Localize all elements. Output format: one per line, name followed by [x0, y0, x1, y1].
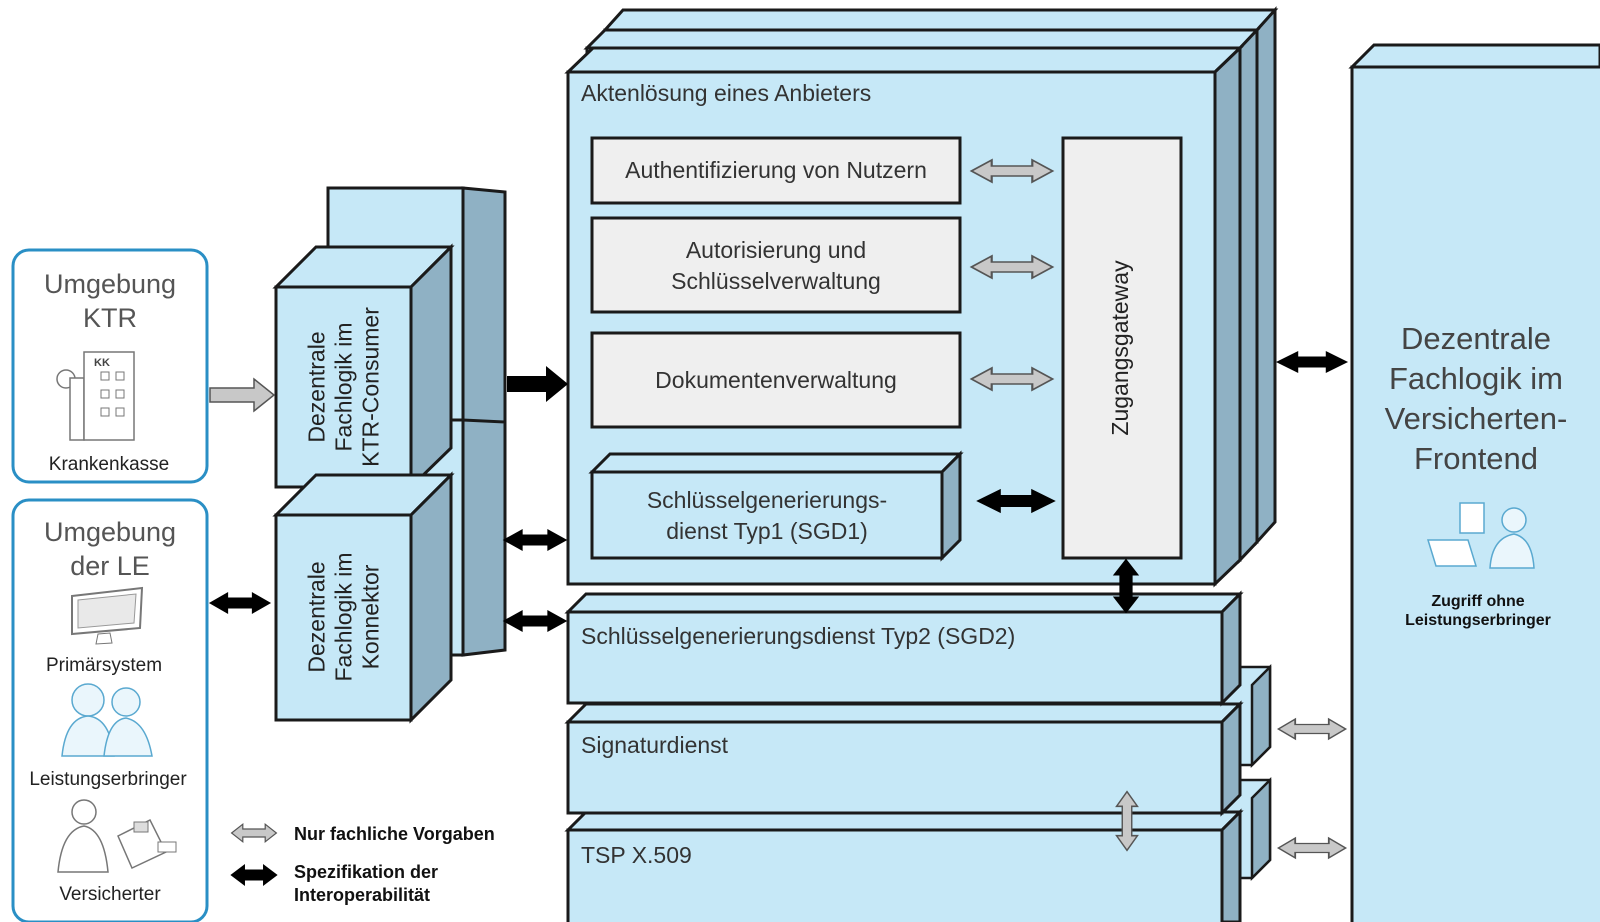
monitor-icon: [71, 586, 144, 645]
env-ktr-caption: Krankenkasse: [49, 454, 169, 475]
signaturdienst-layer: Signaturdienst: [564, 663, 1272, 817]
cube-konnektor-line1: Dezentrale: [304, 561, 330, 672]
arrow-ktr-to-cube: [209, 377, 276, 413]
versicherten-frontend: Dezentrale Fachlogik im Versicherten- Fr…: [1348, 43, 1600, 922]
legend-black-label-line1: Spezifikation der: [294, 862, 438, 882]
arrow-le-konnektor: [209, 592, 271, 614]
zugangsgateway-box: [1061, 136, 1183, 560]
env-ktr-title-line1: Umgebung: [44, 269, 176, 299]
frontend-title-line2: Fachlogik im: [1389, 361, 1563, 396]
frontend-title-line4: Frontend: [1414, 441, 1538, 476]
cube-konnektor-line3: Konnektor: [358, 564, 384, 669]
legend-black-label-line2: Interoperabilität: [294, 885, 430, 905]
building-icon: KK: [56, 351, 135, 441]
tsp-layer: TSP X.509: [564, 776, 1272, 922]
sgd2-label: Schlüsselgenerierungsdienst Typ2 (SGD2): [581, 623, 1015, 649]
auth-box: [590, 136, 962, 205]
tsp-label: TSP X.509: [581, 842, 692, 868]
frontend-title-line1: Dezentrale: [1401, 321, 1551, 356]
healthcare-provider-icon: [61, 683, 153, 757]
cube-konnektor-line2: Fachlogik im: [331, 552, 357, 681]
aktenloesung-title: Aktenlösung eines Anbieters: [581, 80, 871, 106]
legend: Nur fachliche Vorgaben Spezifikation der…: [230, 823, 495, 905]
document-management-label: Dokumentenverwaltung: [655, 367, 897, 393]
cube-ktr-line3: KTR-Consumer: [358, 307, 384, 467]
cube-ktr-consumer: Dezentrale Fachlogik im KTR-Consumer: [272, 243, 455, 491]
aktenloesung-container: Aktenlösung eines Anbieters Authentifizi…: [564, 44, 1244, 588]
authorization-label-line2: Schlüsselverwaltung: [671, 268, 881, 294]
arrow-ktr-cube-to-akten: [507, 366, 568, 402]
environment-le: Umgebung der LE Primärsystem Leistungser…: [11, 498, 209, 922]
frontend-caption-line1: Zugriff ohne: [1431, 593, 1524, 610]
cube-ktr-line2: Fachlogik im: [331, 322, 357, 451]
sgd1-label-line2: dienst Typ1 (SGD1): [666, 518, 868, 544]
frontend-title-line3: Versicherten-: [1385, 401, 1568, 436]
legend-black-arrow: [230, 864, 278, 886]
signaturdienst-label: Signaturdienst: [581, 732, 729, 758]
document-management-box: [590, 331, 962, 429]
cube-konnektor: Dezentrale Fachlogik im Konnektor: [272, 471, 455, 724]
env-ktr-title-line2: KTR: [83, 303, 137, 333]
env-le-caption-provider: Leistungserbringer: [29, 769, 187, 790]
environment-ktr: Umgebung KTR KK Krankenkasse: [11, 248, 209, 484]
auth-label: Authentifizierung von Nutzern: [625, 157, 927, 183]
sgd1-label-line1: Schlüsselgenerierungs-: [647, 487, 887, 513]
legend-gray-label: Nur fachliche Vorgaben: [294, 824, 495, 844]
env-le-caption-primary: Primärsystem: [46, 655, 162, 676]
frontend-caption-line2: Leistungserbringer: [1405, 612, 1551, 629]
zugangsgateway-label: Zugangsgateway: [1107, 260, 1133, 436]
env-le-title-line2: der LE: [70, 551, 150, 581]
arrow-konnektor-sgd2: [503, 610, 567, 632]
sgd1-box: Schlüsselgenerierungs- dienst Typ1 (SGD1…: [588, 450, 964, 562]
legend-gray-arrow: [231, 823, 277, 843]
authorization-box: [590, 216, 962, 314]
authorization-label-line1: Autorisierung und: [686, 237, 866, 263]
arrow-konnektor-akten: [503, 529, 567, 551]
card-terminal-icon: [117, 818, 177, 870]
sgd2-layer: Schlüsselgenerierungsdienst Typ2 (SGD2): [564, 590, 1244, 707]
insured-person-icon: [57, 799, 109, 873]
arrow-tsp-frontend: [1277, 837, 1347, 859]
env-le-caption-insured: Versicherter: [59, 884, 161, 905]
arrow-akten-frontend: [1276, 351, 1348, 373]
laptop-user-icon: [1426, 502, 1535, 569]
env-le-title-line1: Umgebung: [44, 517, 176, 547]
arrow-signatur-frontend: [1277, 718, 1347, 740]
cube-ktr-line1: Dezentrale: [304, 331, 330, 442]
kk-label: KK: [94, 357, 110, 369]
